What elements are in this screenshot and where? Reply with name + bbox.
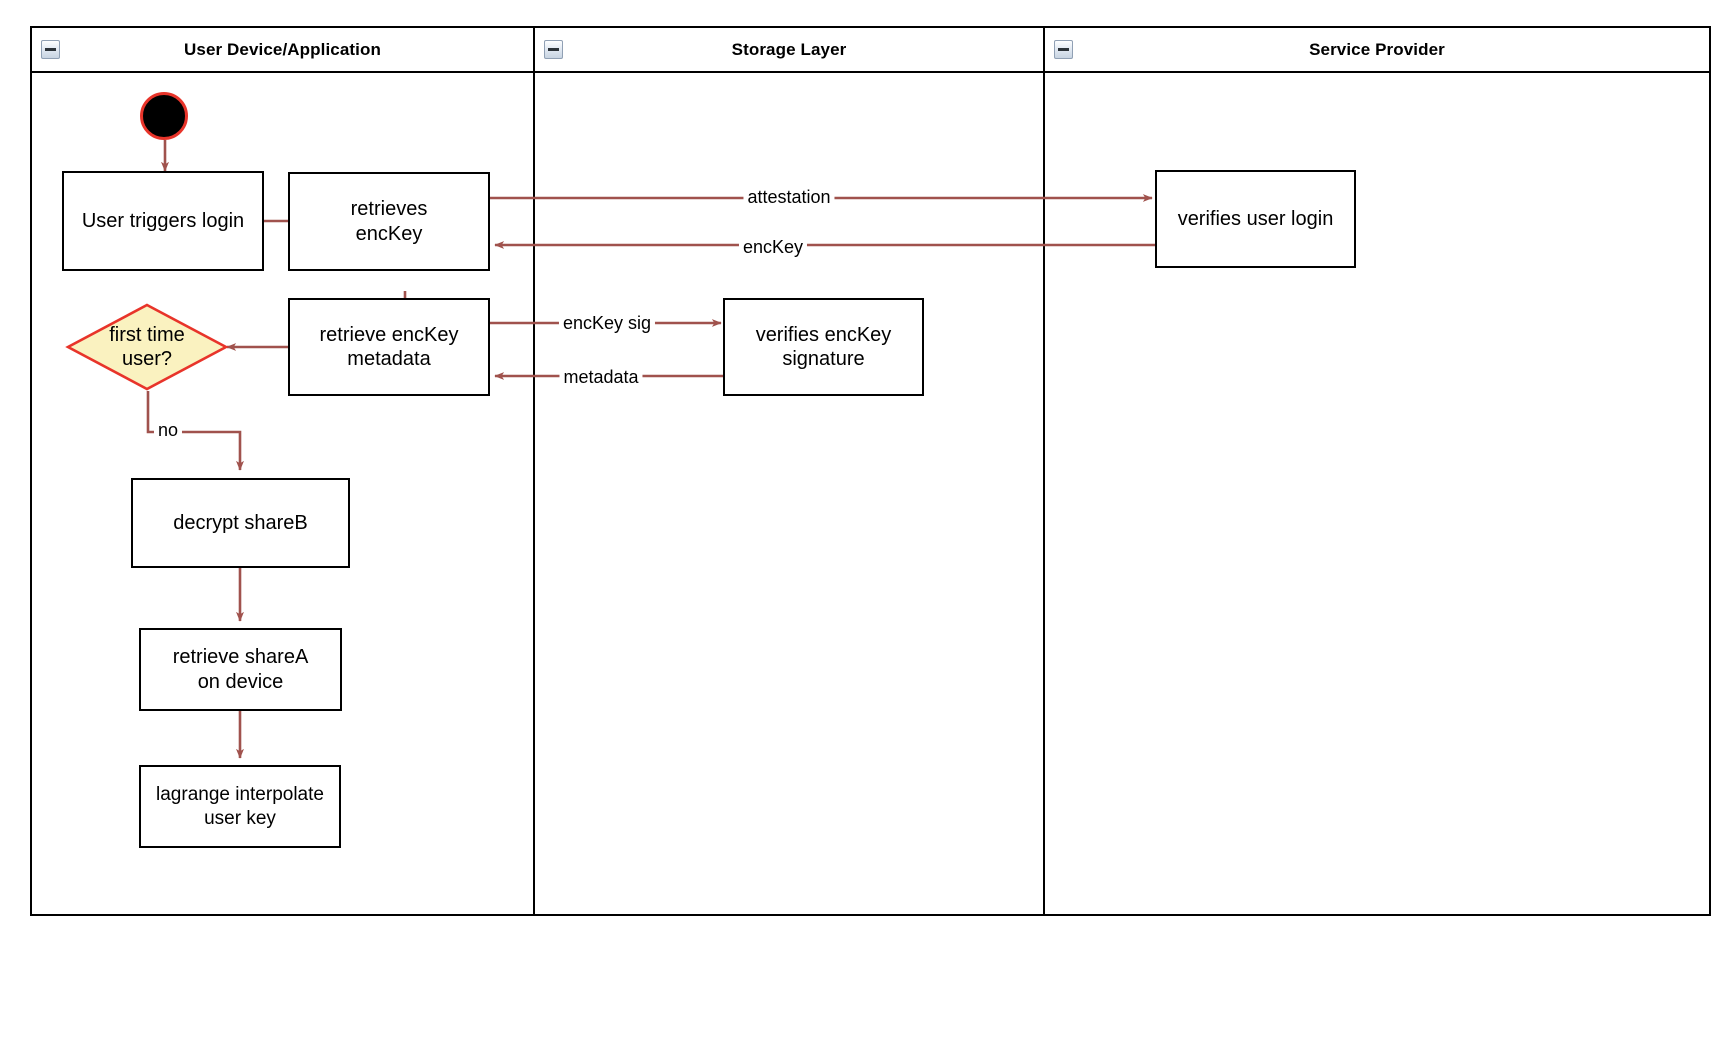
lane-header-user-device[interactable]: User Device/Application bbox=[32, 28, 533, 73]
collapse-minus-icon[interactable] bbox=[41, 40, 60, 59]
edge-label-enckey: encKey bbox=[738, 237, 808, 258]
edge-label-no: no bbox=[153, 420, 183, 441]
lane-title-user-device: User Device/Application bbox=[184, 39, 381, 59]
node-decrypt-shareb[interactable]: decrypt shareB bbox=[131, 478, 350, 568]
lane-header-service-provider[interactable]: Service Provider bbox=[1045, 28, 1709, 73]
node-first-time-user-decision[interactable]: first time user? bbox=[65, 303, 229, 391]
lane-header-storage-layer[interactable]: Storage Layer bbox=[535, 28, 1043, 73]
lane-title-service-provider: Service Provider bbox=[1309, 39, 1445, 59]
collapse-minus-icon[interactable] bbox=[1054, 40, 1073, 59]
lane-divider-1 bbox=[533, 28, 535, 914]
edge-label-enckey-sig: encKey sig bbox=[558, 313, 656, 334]
lane-title-storage-layer: Storage Layer bbox=[731, 39, 847, 59]
node-user-triggers-login[interactable]: User triggers login bbox=[62, 171, 264, 271]
node-retrieve-enckey-metadata[interactable]: retrieve encKey metadata bbox=[288, 298, 490, 396]
node-verifies-user-login[interactable]: verifies user login bbox=[1155, 170, 1356, 268]
node-lagrange-interpolate-user-key[interactable]: lagrange interpolate user key bbox=[139, 765, 341, 848]
node-verifies-enckey-signature[interactable]: verifies encKey signature bbox=[723, 298, 924, 396]
lane-divider-2 bbox=[1043, 28, 1045, 914]
start-node[interactable] bbox=[140, 92, 188, 140]
collapse-minus-icon[interactable] bbox=[544, 40, 563, 59]
edge-label-attestation: attestation bbox=[743, 187, 835, 208]
node-retrieve-sharea-on-device[interactable]: retrieve shareA on device bbox=[139, 628, 342, 711]
edge-label-metadata: metadata bbox=[559, 367, 643, 388]
node-retrieves-enckey[interactable]: retrieves encKey bbox=[288, 172, 490, 271]
